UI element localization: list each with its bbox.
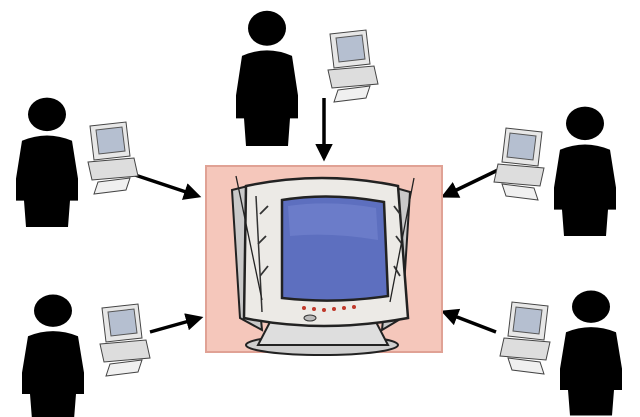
crt-monitor-icon: [230, 175, 415, 356]
workstation-icon: [493, 127, 545, 201]
workstation-icon: [87, 121, 139, 195]
user-left-lower: [22, 294, 151, 417]
person-icon: [16, 97, 78, 227]
user-right-upper: [493, 106, 616, 236]
arrow-right-lower: [440, 308, 497, 334]
person-icon: [554, 106, 616, 236]
workstation-icon: [327, 29, 379, 103]
workstation-icon: [499, 301, 551, 375]
central-computer: [205, 165, 443, 356]
user-top: [236, 10, 379, 147]
user-left-upper: [16, 97, 139, 227]
user-right-lower: [499, 290, 622, 416]
person-icon: [22, 294, 84, 417]
workstation-icon: [99, 303, 151, 377]
person-icon: [560, 290, 622, 416]
arrow-right-upper: [440, 168, 499, 198]
person-icon: [236, 10, 298, 147]
arrow-left-lower: [149, 313, 204, 334]
